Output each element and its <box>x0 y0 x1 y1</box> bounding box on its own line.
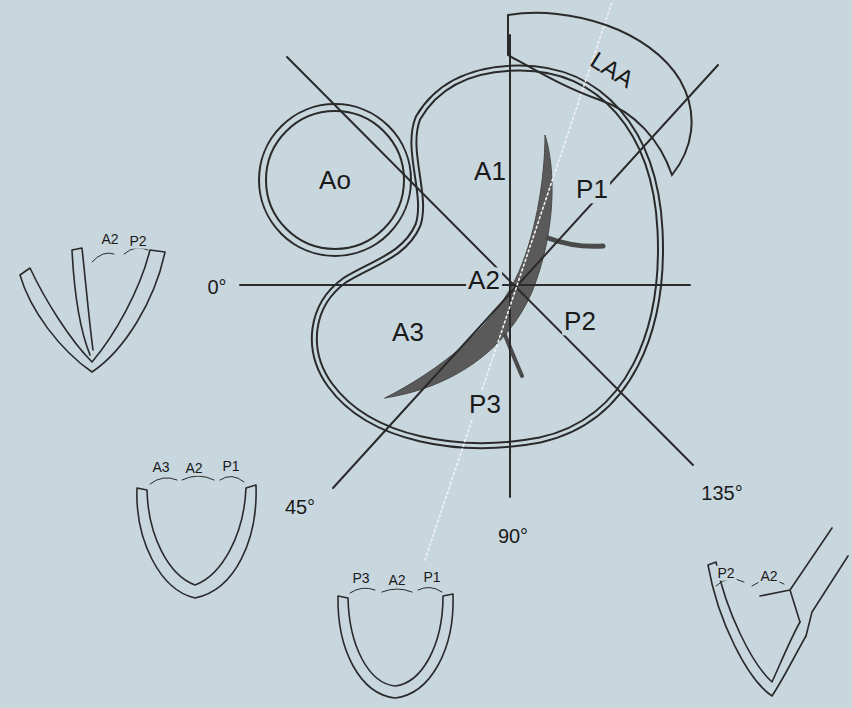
segment-label: P3 <box>467 391 503 418</box>
coaptation-branch <box>505 335 522 376</box>
valve-outline-inner <box>314 68 660 445</box>
segment-label: A1 <box>472 158 508 185</box>
plane-line-0 <box>240 284 690 286</box>
leaflet <box>350 587 442 593</box>
angle-label: 90° <box>496 526 530 547</box>
view-segment-label: P2 <box>715 566 736 581</box>
echo-view <box>137 485 256 598</box>
view-segment-label: A2 <box>386 573 407 588</box>
view-segment-label: A2 <box>99 232 120 247</box>
leaflet <box>92 248 148 262</box>
view-segment-label: A2 <box>758 569 779 584</box>
segment-label: A2 <box>466 267 502 294</box>
node-label: LAA <box>586 48 637 92</box>
plane-line-90 <box>509 35 511 497</box>
aorta-circle: Ao <box>256 101 414 259</box>
echo-view-septum <box>72 248 93 355</box>
echo-view <box>338 594 453 698</box>
valve-outline <box>314 68 660 445</box>
segment-label: A3 <box>390 319 426 346</box>
node-label: Ao <box>319 167 351 193</box>
view-segment-label: P1 <box>421 570 442 585</box>
angle-label: 0° <box>205 277 228 298</box>
echo-view <box>20 250 165 372</box>
segment-label: P1 <box>574 176 610 203</box>
appendage-outline <box>508 13 692 175</box>
angle-label: 45° <box>283 497 317 518</box>
view-segment-label: A3 <box>150 460 171 475</box>
view-segment-label: P1 <box>220 459 241 474</box>
view-segment-label: P3 <box>350 571 371 586</box>
echo-view <box>708 562 806 696</box>
angle-label: 135° <box>699 483 744 504</box>
leaflet <box>150 476 244 484</box>
view-segment-label: A2 <box>183 461 204 476</box>
aorta-outer-ring <box>259 104 411 256</box>
aorta-inner-ring <box>266 111 404 249</box>
segment-label: P2 <box>562 308 598 335</box>
dotted-plane-line <box>425 2 612 560</box>
left-atrial-appendage: LAA <box>500 8 700 180</box>
view-segment-label: P2 <box>127 234 148 249</box>
node-outline <box>500 8 700 180</box>
